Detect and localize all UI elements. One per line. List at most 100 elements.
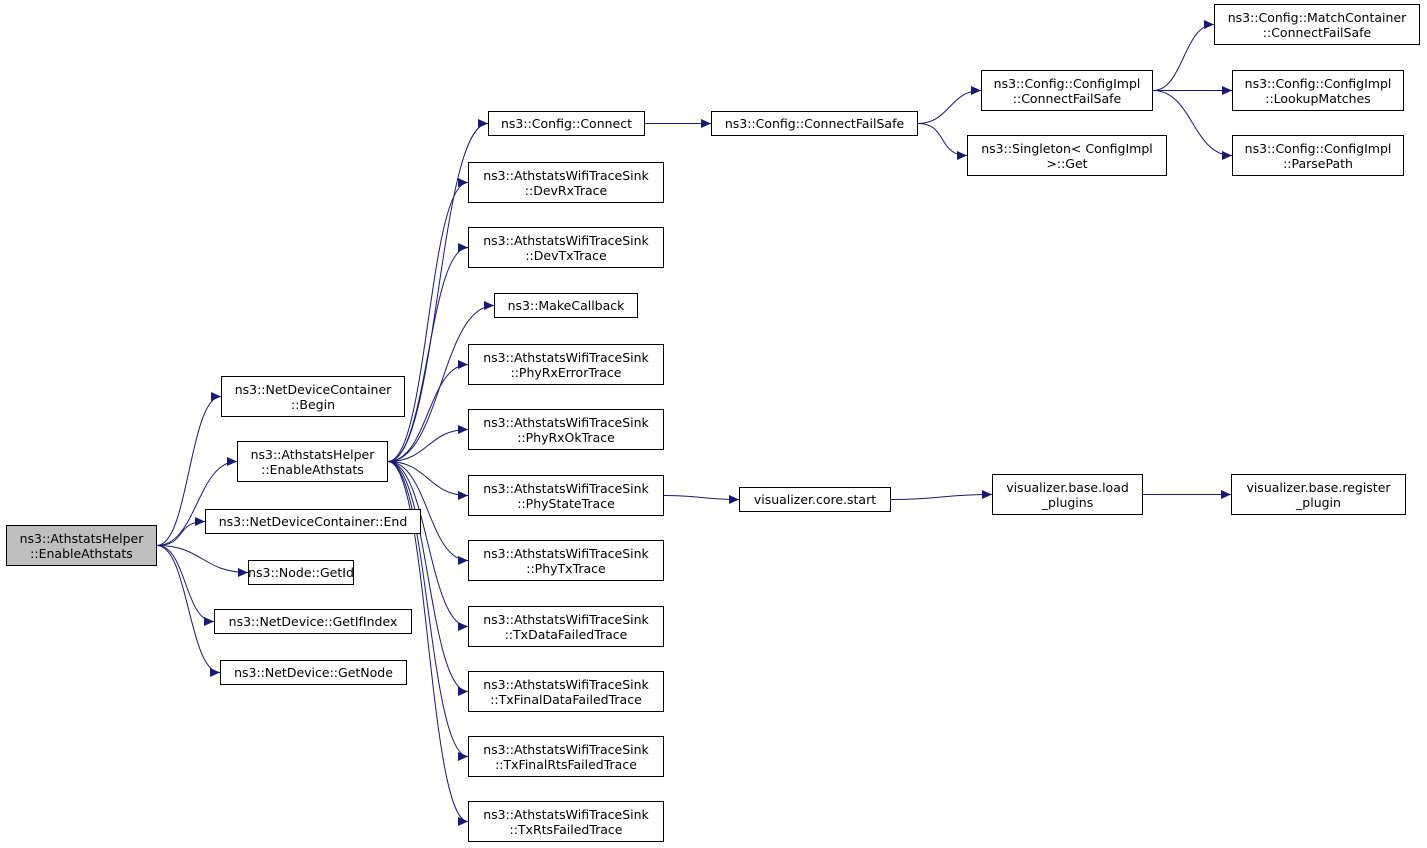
edge-helper-enable-to-sink-phyrxerror (387, 360, 469, 462)
node-nd-getifindex[interactable]: ns3::NetDevice::GetIfIndex (214, 609, 412, 634)
edge-config-connectfailsafe-to-configimpl-connectfailsafe (917, 86, 982, 124)
node-root[interactable]: ns3::AthstatsHelper::EnableAthstats (6, 525, 157, 566)
edge-root-to-node-getid (156, 545, 249, 577)
edge-root-to-ndc-end (156, 517, 206, 546)
edge-helper-enable-to-sink-txfinalrtsfailed (387, 461, 469, 761)
edge-configimpl-connectfailsafe-to-configimpl-parsepath (1152, 90, 1233, 160)
node-node-getid[interactable]: ns3::Node::GetId (248, 560, 354, 585)
node-label-line: ::ParsePath (1283, 155, 1353, 171)
node-label-line: ::Begin (290, 396, 336, 412)
node-label-line: ::TxDataFailedTrace (504, 626, 628, 642)
node-helper-enable[interactable]: ns3::AthstatsHelper::EnableAthstats (237, 441, 388, 482)
edge-helper-enable-to-sink-phyrxok (387, 425, 469, 462)
node-label-line: ns3::AthstatsWifiTraceSink (483, 741, 649, 757)
node-label-line: _plugins (1041, 494, 1094, 510)
edge-root-to-helper-enable (156, 457, 238, 546)
node-sink-devrx[interactable]: ns3::AthstatsWifiTraceSink::DevRxTrace (468, 162, 664, 203)
node-nd-getnode[interactable]: ns3::NetDevice::GetNode (220, 660, 407, 685)
node-label-line: ns3::AthstatsWifiTraceSink (483, 349, 649, 365)
node-label-line: ::LookupMatches (1265, 90, 1371, 106)
edge-helper-enable-to-sink-phystate (387, 461, 469, 500)
node-label-line: visualizer.core.start (753, 492, 877, 507)
node-configimpl-lookupmatches[interactable]: ns3::Config::ConfigImpl::LookupMatches (1232, 70, 1404, 111)
node-label-line: ns3::AthstatsHelper (250, 446, 375, 462)
node-label-line: ns3::NetDevice::GetIfIndex (228, 614, 398, 629)
node-label-line: ::DevTxTrace (525, 247, 607, 263)
node-label-line: ::PhyRxErrorTrace (510, 364, 622, 380)
node-label-line: ::TxRtsFailedTrace (509, 821, 623, 837)
node-singleton-get[interactable]: ns3::Singleton< ConfigImpl>::Get (967, 135, 1167, 176)
node-matchcontainer-connectfailsafe[interactable]: ns3::Config::MatchContainer::ConnectFail… (1214, 4, 1420, 45)
node-label-line: ns3::AthstatsWifiTraceSink (483, 414, 649, 430)
edge-helper-enable-to-sink-txfinaldatafailed (387, 461, 469, 696)
node-label-line: ns3::AthstatsWifiTraceSink (483, 167, 649, 183)
node-sink-txfinalrtsfailed[interactable]: ns3::AthstatsWifiTraceSink::TxFinalRtsFa… (468, 736, 664, 777)
node-sink-phyrxok[interactable]: ns3::AthstatsWifiTraceSink::PhyRxOkTrace (468, 409, 664, 450)
node-label-line: ns3::AthstatsWifiTraceSink (483, 676, 649, 692)
edge-helper-enable-to-makecallback (387, 301, 495, 462)
node-vis-base-registerplugin[interactable]: visualizer.base.register_plugin (1231, 474, 1406, 515)
node-label-line: ns3::NetDevice::GetNode (234, 665, 393, 680)
node-label-line: ::EnableAthstats (261, 461, 364, 477)
edge-helper-enable-to-sink-txdatafailed (387, 461, 469, 631)
node-label-line: ns3::Config::Connect (500, 116, 633, 131)
node-label-line: ::ConnectFailSafe (1012, 90, 1122, 106)
node-label-line: ns3::AthstatsHelper (19, 530, 144, 546)
node-label-line: ns3::Config::ConnectFailSafe (724, 116, 905, 131)
edge-helper-enable-to-sink-txrtsfailed (387, 461, 469, 826)
node-label-line: ::TxFinalDataFailedTrace (490, 691, 642, 707)
node-sink-txdatafailed[interactable]: ns3::AthstatsWifiTraceSink::TxDataFailed… (468, 606, 664, 647)
node-config-connect[interactable]: ns3::Config::Connect (488, 111, 645, 136)
node-label-line: ::ConnectFailSafe (1262, 24, 1372, 40)
node-sink-txrtsfailed[interactable]: ns3::AthstatsWifiTraceSink::TxRtsFailedT… (468, 801, 664, 842)
node-ndc-begin[interactable]: ns3::NetDeviceContainer::Begin (221, 376, 405, 417)
node-label-line: ns3::AthstatsWifiTraceSink (483, 611, 649, 627)
node-label-line: ns3::Config::MatchContainer (1227, 9, 1407, 25)
node-sink-txfinaldatafailed[interactable]: ns3::AthstatsWifiTraceSink::TxFinalDataF… (468, 671, 664, 712)
node-sink-phytx[interactable]: ns3::AthstatsWifiTraceSink::PhyTxTrace (468, 540, 664, 581)
node-configimpl-connectfailsafe[interactable]: ns3::Config::ConfigImpl::ConnectFailSafe (981, 70, 1153, 111)
node-label-line: >::Get (1046, 155, 1088, 171)
node-label-line: ns3::Config::ConfigImpl (1244, 140, 1392, 156)
node-config-connectfailsafe[interactable]: ns3::Config::ConnectFailSafe (711, 111, 918, 136)
node-label-line: visualizer.base.register (1246, 479, 1391, 495)
edge-root-to-ndc-begin (156, 392, 222, 546)
edge-helper-enable-to-sink-phytx (387, 461, 469, 565)
edge-root-to-nd-getnode (156, 545, 221, 677)
node-sink-phystate[interactable]: ns3::AthstatsWifiTraceSink::PhyStateTrac… (468, 475, 664, 516)
node-label-line: visualizer.base.load (1006, 479, 1129, 495)
edge-sink-phystate-to-vis-core-start (663, 494, 740, 504)
node-label-line: ::TxFinalRtsFailedTrace (495, 756, 637, 772)
node-label-line: ns3::Config::ConfigImpl (993, 75, 1141, 91)
node-label-line: ::EnableAthstats (30, 545, 133, 561)
node-label-line: ns3::AthstatsWifiTraceSink (483, 232, 649, 248)
node-label-line: ::PhyTxTrace (526, 560, 606, 576)
node-vis-core-start[interactable]: visualizer.core.start (739, 487, 891, 512)
node-label-line: ns3::AthstatsWifiTraceSink (483, 806, 649, 822)
node-label-line: ns3::MakeCallback (507, 298, 625, 313)
node-label-line: ns3::Node::GetId (248, 565, 354, 580)
edge-helper-enable-to-sink-devrx (387, 178, 469, 462)
edge-helper-enable-to-sink-devtx (387, 243, 469, 462)
node-sink-devtx[interactable]: ns3::AthstatsWifiTraceSink::DevTxTrace (468, 227, 664, 268)
edge-root-to-nd-getifindex (156, 545, 215, 626)
node-label-line: ::PhyRxOkTrace (517, 429, 615, 445)
node-label-line: ns3::Config::ConfigImpl (1244, 75, 1392, 91)
node-label-line: ns3::NetDeviceContainer (234, 381, 392, 397)
node-label-line: ns3::Singleton< ConfigImpl (981, 140, 1153, 156)
node-configimpl-parsepath[interactable]: ns3::Config::ConfigImpl::ParsePath (1232, 135, 1404, 176)
edge-vis-core-start-to-vis-base-loadplugins (890, 490, 993, 500)
node-label-line: ns3::AthstatsWifiTraceSink (483, 480, 649, 496)
node-label-line: ns3::NetDeviceContainer::End (218, 514, 408, 529)
node-label-line: ns3::AthstatsWifiTraceSink (483, 545, 649, 561)
node-vis-base-loadplugins[interactable]: visualizer.base.load_plugins (992, 474, 1143, 515)
node-label-line: ::PhyStateTrace (517, 495, 615, 511)
node-ndc-end[interactable]: ns3::NetDeviceContainer::End (205, 509, 421, 534)
node-label-line: _plugin (1296, 494, 1341, 510)
edge-configimpl-connectfailsafe-to-matchcontainer-connectfailsafe (1152, 20, 1215, 91)
edge-config-connectfailsafe-to-singleton-get (917, 123, 968, 160)
node-sink-phyrxerror[interactable]: ns3::AthstatsWifiTraceSink::PhyRxErrorTr… (468, 344, 664, 385)
node-makecallback[interactable]: ns3::MakeCallback (494, 293, 638, 318)
